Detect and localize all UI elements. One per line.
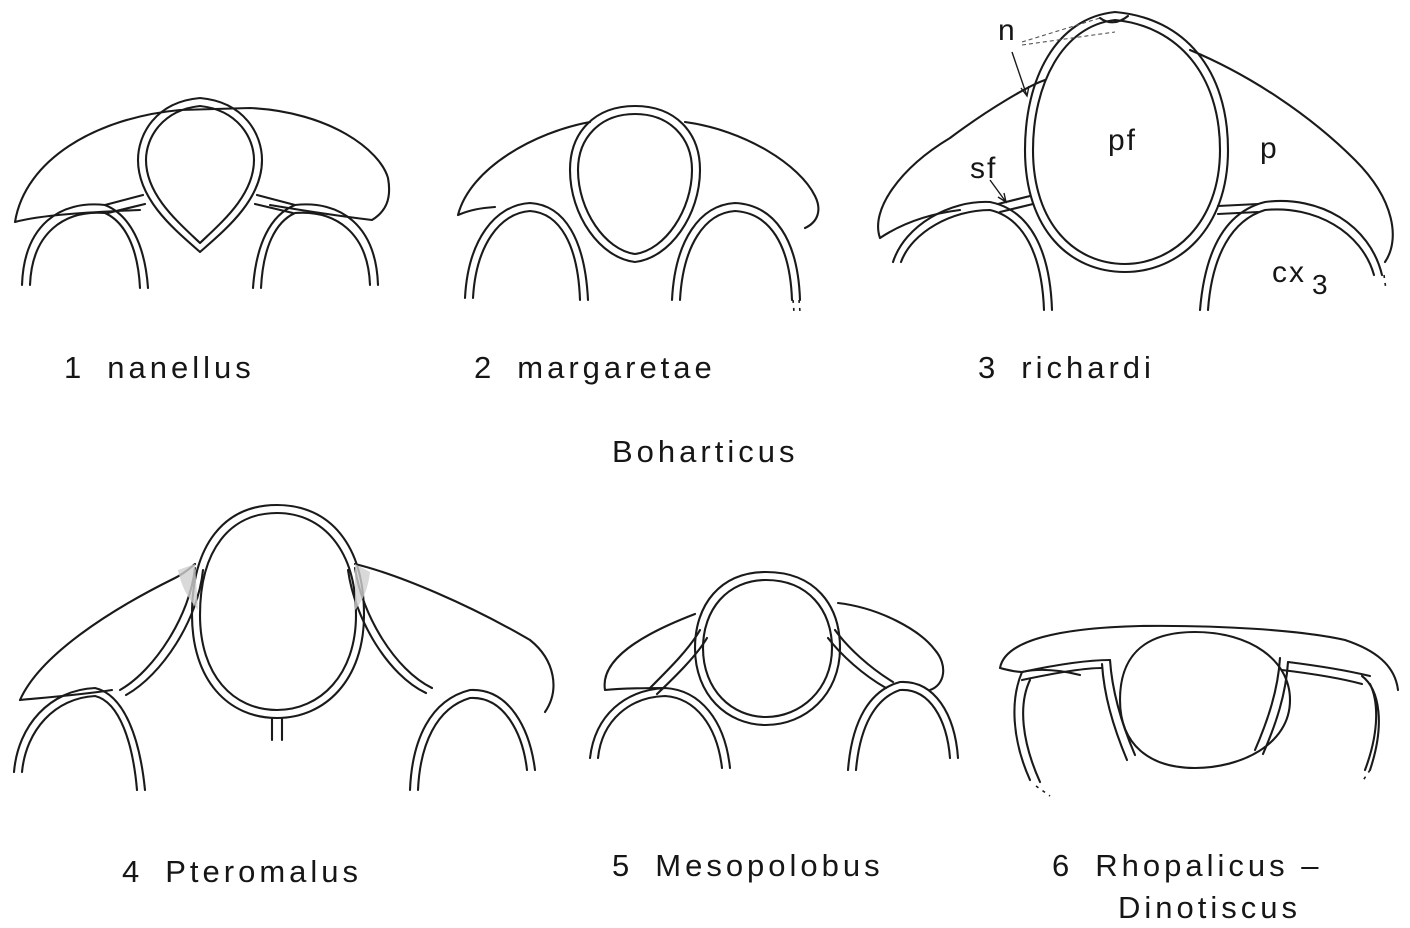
label-cx: cx bbox=[1272, 256, 1306, 289]
caption-5: 5 Mesopolobus bbox=[612, 848, 884, 884]
caption-6: 6 Rhopalicus – bbox=[1052, 848, 1322, 884]
stippled-area-right bbox=[355, 564, 370, 610]
transverse-carina-right bbox=[1282, 662, 1370, 684]
caption-taxon: Mesopolobus bbox=[655, 848, 883, 883]
socket-break bbox=[1384, 275, 1386, 290]
label-n: n bbox=[998, 14, 1017, 48]
lateral-carina-left bbox=[1102, 660, 1135, 760]
caption-2: 2 margaretae bbox=[474, 350, 716, 386]
caption-taxon: nanellus bbox=[107, 350, 254, 385]
propodeal-foramen-inner bbox=[146, 106, 254, 243]
caption-number: 6 bbox=[1052, 848, 1073, 883]
median-carina bbox=[272, 718, 282, 740]
caption-6-line2: Dinotiscus bbox=[1118, 890, 1301, 926]
drawing-1-nanellus bbox=[15, 98, 389, 288]
caption-taxon: richardi bbox=[1021, 350, 1155, 385]
propodeal-foramen-inner bbox=[578, 114, 692, 254]
propodeal-foramen-inner bbox=[200, 513, 356, 710]
drawing-2-margaretae bbox=[458, 106, 818, 312]
coxal-socket-right bbox=[672, 203, 800, 300]
stippled-area-left bbox=[178, 564, 198, 610]
coxal-socket-left bbox=[1014, 670, 1080, 782]
propodeal-foramen-outer bbox=[695, 572, 840, 725]
coxal-socket-right bbox=[410, 690, 535, 790]
coxal-socket-right bbox=[1362, 676, 1379, 770]
propodeum-plate-left bbox=[20, 564, 195, 700]
coxal-socket-left bbox=[590, 688, 730, 768]
caption-number: 3 bbox=[978, 350, 999, 385]
propodeum-plate bbox=[605, 603, 944, 690]
coxal-socket-left bbox=[893, 202, 1052, 310]
caption-taxon: Pteromalus bbox=[165, 854, 362, 889]
caption-number: 4 bbox=[122, 854, 143, 889]
coxal-socket-left bbox=[14, 688, 145, 790]
propodeal-foramen bbox=[1120, 632, 1290, 768]
caption-number: 1 bbox=[64, 350, 85, 385]
coxal-socket-right bbox=[848, 682, 958, 770]
socket-break-right bbox=[1362, 770, 1370, 782]
drawing-5-Mesopolobus bbox=[590, 572, 958, 770]
label-cx-subscript: 3 bbox=[1312, 269, 1330, 300]
label-sf: sf bbox=[970, 152, 997, 186]
propodeal-foramen-outer bbox=[570, 106, 700, 262]
caption-3: 3 richardi bbox=[978, 350, 1155, 386]
suture-right bbox=[255, 195, 295, 213]
caption-1: 1 nanellus bbox=[64, 350, 255, 386]
propodeum-plate bbox=[15, 108, 389, 222]
propodeal-foramen-outer bbox=[192, 505, 364, 718]
group-label: Boharticus bbox=[612, 434, 798, 470]
propodeal-foramen-outer bbox=[138, 98, 262, 252]
coxal-socket-left bbox=[465, 203, 588, 300]
label-p: p bbox=[1260, 132, 1279, 166]
caption-number: 2 bbox=[474, 350, 495, 385]
lateral-carina-left bbox=[650, 630, 707, 694]
lateral-carina-right bbox=[828, 630, 893, 688]
propodeum-plate bbox=[1000, 626, 1398, 690]
socket-break-left bbox=[1036, 786, 1050, 796]
coxal-socket-right bbox=[253, 204, 378, 288]
drawing-6-Rhopalicus-Dinotiscus bbox=[1000, 626, 1398, 796]
caption-taxon: Rhopalicus – bbox=[1095, 848, 1322, 883]
caption-number: 5 bbox=[612, 848, 633, 883]
propodeal-foramen-inner bbox=[703, 580, 832, 717]
caption-taxon: margaretae bbox=[517, 350, 716, 385]
caption-4: 4 Pteromalus bbox=[122, 854, 362, 890]
socket-break bbox=[793, 300, 800, 312]
label-pf: pf bbox=[1108, 124, 1137, 158]
propodeum-plate-right bbox=[355, 564, 553, 712]
drawing-4-Pteromalus bbox=[14, 505, 553, 790]
